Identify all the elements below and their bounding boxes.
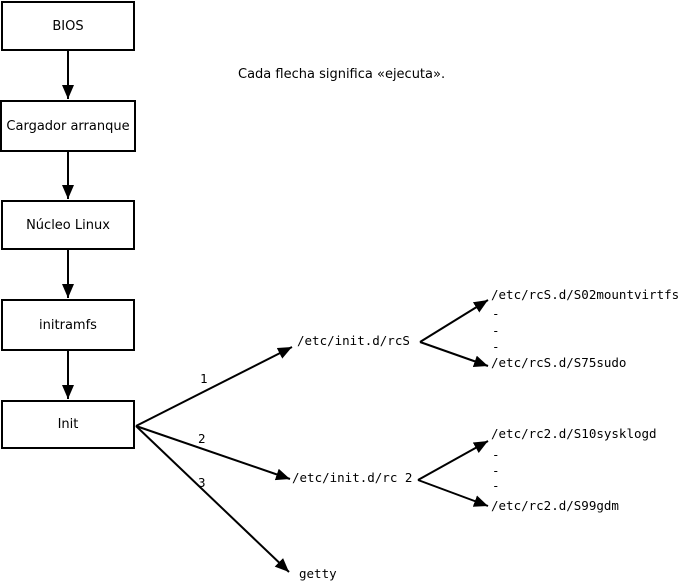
box-init-label: Init bbox=[57, 417, 79, 432]
ellipsis-dash: - bbox=[492, 339, 500, 354]
box-nucleo-linux-label: Núcleo Linux bbox=[26, 217, 110, 233]
ellipsis-dash: - bbox=[492, 306, 500, 321]
ellipsis-dash: - bbox=[492, 447, 500, 462]
box-cargador-arranque-label: Cargador arranque bbox=[6, 118, 130, 134]
legend-note: Cada flecha significa «ejecuta». bbox=[238, 67, 446, 82]
box-initramfs-label: initramfs bbox=[39, 317, 97, 333]
target-init-d-rcs: /etc/init.d/rcS bbox=[297, 333, 410, 348]
arrow-init-to-getty bbox=[135, 425, 290, 573]
arrow-rc2-to-s99 bbox=[417, 479, 489, 507]
box-nucleo-linux: Núcleo Linux bbox=[1, 200, 135, 250]
ellipsis-dash: - bbox=[492, 463, 500, 478]
script-s75sudo: /etc/rcS.d/S75sudo bbox=[491, 355, 627, 370]
box-initramfs: initramfs bbox=[1, 299, 135, 351]
target-init-d-rc2: /etc/init.d/rc 2 bbox=[292, 470, 413, 485]
ellipsis-dash: - bbox=[492, 478, 500, 493]
box-bios-label: BIOS bbox=[52, 18, 84, 34]
box-cargador-arranque: Cargador arranque bbox=[0, 100, 136, 152]
target-getty: getty bbox=[299, 566, 337, 581]
script-s99gdm: /etc/rc2.d/S99gdm bbox=[491, 498, 619, 513]
branch-number-3: 3 bbox=[198, 475, 206, 490]
arrow-rcs-to-s75 bbox=[419, 341, 489, 367]
arrow-rcs-to-s02 bbox=[419, 299, 489, 343]
script-s10sysklogd: /etc/rc2.d/S10sysklogd bbox=[491, 426, 657, 441]
arrow-init-to-rcs bbox=[135, 346, 293, 427]
branch-number-2: 2 bbox=[198, 431, 206, 446]
box-init: Init bbox=[1, 400, 135, 449]
branch-number-1: 1 bbox=[200, 371, 208, 386]
arrow-rc2-to-s10 bbox=[417, 440, 489, 481]
script-s02mountvirtfs: /etc/rcS.d/S02mountvirtfs bbox=[491, 287, 680, 302]
box-bios: BIOS bbox=[1, 1, 135, 51]
arrow-init-to-rc2 bbox=[135, 425, 291, 481]
ellipsis-dash: - bbox=[492, 323, 500, 338]
